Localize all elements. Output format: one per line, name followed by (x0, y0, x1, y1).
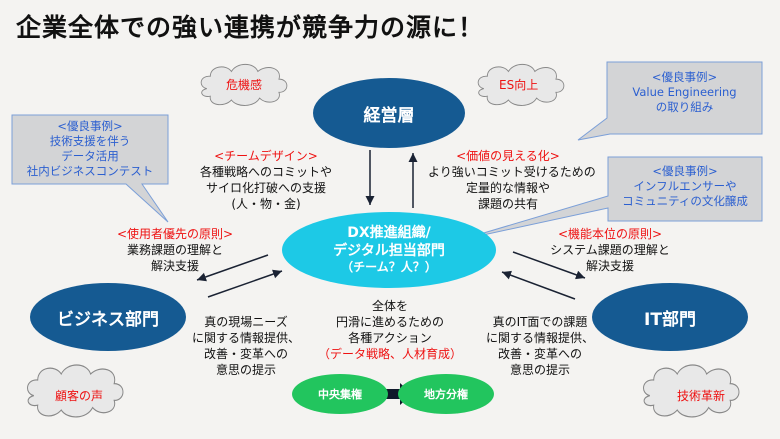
callout-top-right-line: <優良事例> (651, 70, 718, 84)
page-title: 企業全体での強い連携が競争力の源に！ (16, 13, 485, 42)
label-biz-feedback-line: 真の現場ニーズ (204, 315, 288, 329)
label-team-design-line: 各種戦略へのコミットや (199, 165, 332, 179)
label-value-visual-line: 定量的な情報や (465, 181, 550, 195)
callout-left-text: <優良事例> 技術支援を伴う データ活用 社内ビジネスコンテスト (12, 119, 168, 179)
cloud-crisis-label: 危機感 (226, 78, 263, 92)
label-biz-feedback-line: に関する情報提供、 (191, 331, 300, 345)
callout-top-right-line: の取り組み (655, 100, 714, 114)
label-team-design-line: サイロ化打破への支援 (205, 181, 326, 195)
label-center-actions-line: 円滑に進めるための (335, 315, 444, 329)
label-function-first-line: 解決支援 (585, 259, 634, 273)
node-dx: DX推進組織/ デジタル担当部門 （チーム？人？） (282, 212, 496, 288)
arrow-to-it (512, 251, 586, 280)
node-dx-line3: （チーム？人？） (341, 260, 437, 274)
node-dx-line2: デジタル担当部門 (333, 242, 445, 259)
callout-left-line: <優良事例> (57, 119, 123, 133)
callout-left-line: データ活用 (61, 149, 119, 163)
label-value-visual-heading: <価値の見える化> (456, 149, 560, 163)
label-it-feedback: 真のIT面での課題 に関する情報提供、 改善・変革への 意思の提示 (478, 314, 602, 378)
label-function-first: <機能本位の原則> システム課題の理解と 解決支援 (545, 226, 675, 274)
label-team-design: <チームデザイン> 各種戦略へのコミットや サイロ化打破への支援 (人・物・金) (198, 148, 334, 212)
callout-left-line: 社内ビジネスコンテスト (26, 164, 154, 178)
callout-mid-right-shape (459, 156, 763, 241)
label-value-visual-line: 課題の共有 (477, 197, 538, 211)
callout-top-right-text: <優良事例> Value Engineering の取り組み (607, 70, 762, 115)
label-center-actions-highlight: （データ戦略、人材育成） (317, 347, 462, 361)
label-center-actions-line: 全体を (371, 299, 408, 313)
label-value-visual-line: より強いコミット受けるための (428, 165, 596, 179)
arrow-to-dx-left (207, 269, 283, 298)
cloud-es-label: ES向上 (499, 78, 539, 92)
callout-top-right-shape (577, 61, 763, 141)
label-user-first: <使用者優先の原則> 業務課題の理解と 解決支援 (100, 226, 250, 274)
label-biz-feedback-line: 意思の提示 (215, 363, 276, 377)
label-value-visual: <価値の見える化> より強いコミット受けるための 定量的な情報や 課題の共有 (428, 148, 596, 212)
arrow-to-business (196, 254, 269, 282)
node-it-label: IT部門 (644, 309, 696, 330)
label-biz-feedback-line: 改善・変革への (203, 347, 288, 361)
callout-left-shape (11, 114, 169, 223)
callout-mid-right-line: コミュニティの文化醸成 (622, 194, 748, 208)
label-biz-feedback: 真の現場ニーズ に関する情報提供、 改善・変革への 意思の提示 (186, 314, 306, 378)
label-it-feedback-line: 意思の提示 (509, 363, 570, 377)
label-user-first-line: 業務課題の理解と (126, 243, 223, 257)
node-local-label: 地方分権 (424, 388, 468, 401)
label-team-design-heading: <チームデザイン> (214, 149, 318, 163)
cloud-customer-label: 顧客の声 (55, 389, 104, 403)
node-it: IT部門 (592, 283, 748, 351)
node-dx-line1: DX推進組織/ (347, 225, 431, 241)
label-team-design-line: (人・物・金) (231, 197, 301, 211)
label-center-actions-line: 各種アクション (348, 331, 432, 345)
node-local: 地方分権 (398, 374, 494, 414)
callout-mid-right-text: <優良事例> インフルエンサーや コミュニティの文化醸成 (608, 164, 762, 209)
node-central-label: 中央集権 (318, 388, 362, 401)
label-it-feedback-line: 真のIT面での課題 (492, 315, 588, 329)
label-function-first-line: システム課題の理解と (550, 243, 670, 257)
label-function-first-heading: <機能本位の原則> (557, 227, 663, 241)
node-management: 経営層 (313, 78, 465, 148)
label-it-feedback-line: に関する情報提供、 (485, 331, 594, 345)
node-business-label: ビジネス部門 (57, 309, 159, 330)
cloud-tech-label: 技術革新 (677, 389, 726, 403)
callout-mid-right-line: <優良事例> (652, 164, 718, 178)
node-management-label: 経営層 (363, 105, 415, 126)
callout-left-line: 技術支援を伴う (49, 134, 131, 148)
callout-mid-right-line: インフルエンサーや (633, 179, 737, 193)
callout-top-right-line: Value Engineering (632, 85, 737, 99)
node-central: 中央集権 (292, 374, 388, 414)
label-user-first-line: 解決支援 (150, 259, 199, 273)
label-it-feedback-line: 改善・変革への (497, 347, 582, 361)
arrow-to-dx-right (501, 270, 576, 300)
label-center-actions: 全体を 円滑に進めるための 各種アクション （データ戦略、人材育成） (312, 298, 468, 362)
node-business: ビジネス部門 (30, 283, 186, 351)
label-user-first-heading: <使用者優先の原則> (116, 227, 234, 241)
